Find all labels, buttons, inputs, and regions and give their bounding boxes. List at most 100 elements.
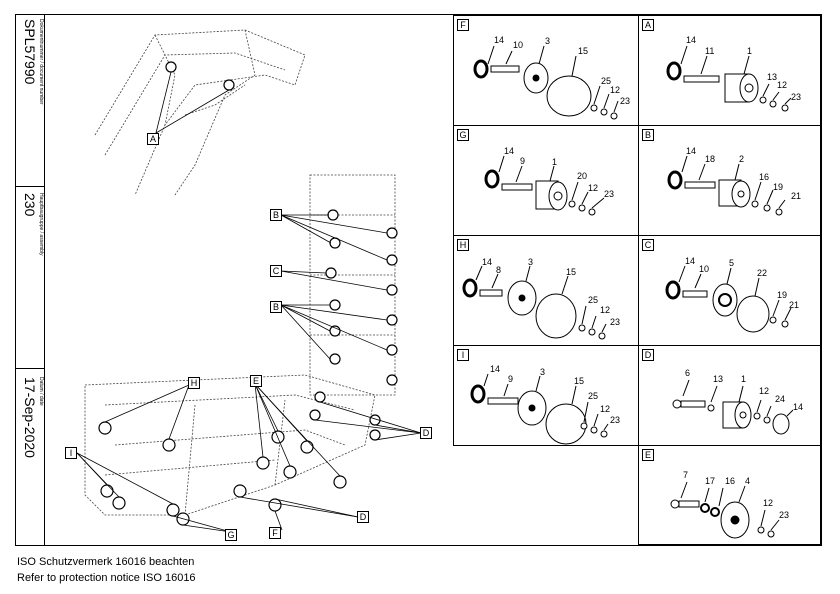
detail-c: C 14 10 5 22 19 21: [638, 235, 821, 346]
detail-e-label: E: [642, 449, 654, 461]
detail-g-label: G: [457, 129, 469, 141]
detail-a: A 14 11 1 13 12 23: [638, 15, 821, 126]
detail-f: F 14 10 3 15 25 12 23: [453, 15, 639, 126]
detail-b-callout-14: 14: [686, 146, 697, 156]
detail-b-callout-18: 18: [705, 154, 716, 164]
detail-c-callout-5: 5: [729, 258, 735, 268]
detail-f-label: F: [457, 19, 469, 31]
detail-e-callout-16: 16: [725, 476, 736, 486]
protection-notice-german: ISO Schutzvermerk 16016 beachten: [17, 556, 195, 568]
detail-c-callout-19: 19: [777, 290, 788, 300]
overview-label-c: C: [270, 265, 282, 277]
detail-d-callout-13: 13: [713, 374, 724, 384]
detail-h-callout-25: 25: [588, 295, 599, 305]
overview-drawing: A B C B H E I D G F D: [45, 15, 455, 545]
detail-a-callout-14: 14: [686, 35, 697, 45]
detail-i-callout-25: 25: [588, 391, 599, 401]
detail-i-callout-9: 9: [508, 374, 514, 384]
detail-d-callout-12: 12: [759, 386, 770, 396]
detail-f-callout-14: 14: [494, 35, 505, 45]
detail-f-callout-3: 3: [545, 36, 551, 46]
detail-a-callout-1: 1: [747, 46, 753, 56]
detail-g-callout-1: 1: [552, 157, 558, 167]
detail-a-callout-13: 13: [767, 72, 778, 82]
detail-h: H 14 8 3 15 25 12 23: [453, 235, 639, 346]
overview-label-d-right: D: [420, 427, 432, 439]
detail-g: G 14 9 1 20 12 23: [453, 125, 639, 236]
detail-a-callout-12: 12: [777, 80, 788, 90]
detail-h-callout-23: 23: [610, 317, 621, 327]
detail-b-parts: [667, 155, 786, 216]
assembly-caption: Hauptbaugruppe / assembly: [38, 193, 44, 256]
overview-label-i: I: [65, 447, 77, 459]
detail-b: B 14 18 2 16 19 21: [638, 125, 821, 236]
detail-d-callout-24: 24: [775, 394, 786, 404]
doc-number-caption: Dokumentnummer / document number: [38, 19, 44, 105]
detail-g-callout-23: 23: [604, 189, 615, 199]
detail-f-callout-10: 10: [513, 40, 524, 50]
drawing-sheet: SPL57990 Dokumentnummer / document numbe…: [15, 14, 822, 546]
doc-number: SPL57990: [22, 19, 38, 85]
detail-b-callout-16: 16: [759, 172, 770, 182]
detail-c-callout-10: 10: [699, 264, 710, 274]
title-block: SPL57990 Dokumentnummer / document numbe…: [16, 15, 45, 545]
detail-i-parts: [470, 373, 609, 445]
detail-e-callout-4: 4: [745, 476, 751, 486]
overview-label-b-upper: B: [270, 209, 282, 221]
detail-h-callout-15: 15: [566, 267, 577, 277]
detail-c-callout-22: 22: [757, 268, 768, 278]
detail-d: D 6 13 1 12 24 14: [638, 345, 821, 446]
overview-label-g: G: [225, 529, 237, 541]
detail-d-parts: [672, 379, 794, 435]
date-value: 17-Sep-2020: [22, 377, 38, 458]
overview-label-a: A: [147, 133, 159, 145]
detail-e-callout-17: 17: [705, 476, 716, 486]
detail-g-callout-12: 12: [588, 183, 599, 193]
detail-e-callout-7: 7: [683, 470, 689, 480]
protection-notice-english: Refer to protection notice ISO 16016: [17, 572, 196, 584]
detail-i-callout-15: 15: [574, 376, 585, 386]
detail-b-callout-21: 21: [791, 191, 802, 201]
detail-c-label: C: [642, 239, 654, 251]
detail-h-callout-14: 14: [482, 257, 493, 267]
detail-d-callout-14: 14: [793, 402, 804, 412]
overview-label-f: F: [269, 527, 281, 539]
overview-label-h: H: [188, 377, 200, 389]
detail-f-callout-25: 25: [601, 76, 612, 86]
doc-number-cell: SPL57990 Dokumentnummer / document numbe…: [16, 15, 44, 187]
detail-g-parts: [484, 155, 605, 216]
detail-c-callout-21: 21: [789, 300, 800, 310]
detail-g-callout-9: 9: [520, 156, 526, 166]
assembly-number: 230: [22, 193, 38, 217]
detail-b-callout-2: 2: [739, 154, 745, 164]
overview-label-e: E: [250, 375, 262, 387]
detail-views: F 14 10 3 15 25 12 23: [453, 15, 821, 545]
date-caption: Datum / date: [38, 377, 44, 406]
detail-f-callout-12: 12: [610, 85, 621, 95]
overview-label-b-lower: B: [270, 301, 282, 313]
detail-g-callout-20: 20: [577, 171, 588, 181]
frame-illustration: [76, 29, 422, 533]
detail-d-label: D: [642, 349, 654, 361]
detail-h-callout-12: 12: [600, 305, 611, 315]
detail-d-callout-1: 1: [741, 374, 747, 384]
detail-i-callout-12: 12: [600, 404, 611, 414]
detail-h-callout-3: 3: [528, 257, 534, 267]
detail-i-callout-14: 14: [490, 364, 501, 374]
detail-b-callout-19: 19: [773, 182, 784, 192]
detail-f-callout-15: 15: [578, 46, 589, 56]
date-cell: 17-Sep-2020 Datum / date: [16, 369, 44, 545]
detail-i-callout-23: 23: [610, 415, 621, 425]
detail-f-parts: [473, 45, 619, 120]
detail-i-label: I: [457, 349, 469, 361]
detail-b-label: B: [642, 129, 654, 141]
detail-a-parts: [666, 45, 792, 112]
detail-e-parts: [670, 481, 780, 539]
detail-c-parts: [665, 265, 792, 333]
detail-h-callout-8: 8: [496, 265, 502, 275]
detail-c-callout-14: 14: [685, 256, 696, 266]
overview-label-d-bottom: D: [357, 511, 369, 523]
detail-e: E 7 17 16 4 12 23: [638, 445, 821, 545]
detail-e-callout-23: 23: [779, 510, 790, 520]
detail-a-label: A: [642, 19, 654, 31]
